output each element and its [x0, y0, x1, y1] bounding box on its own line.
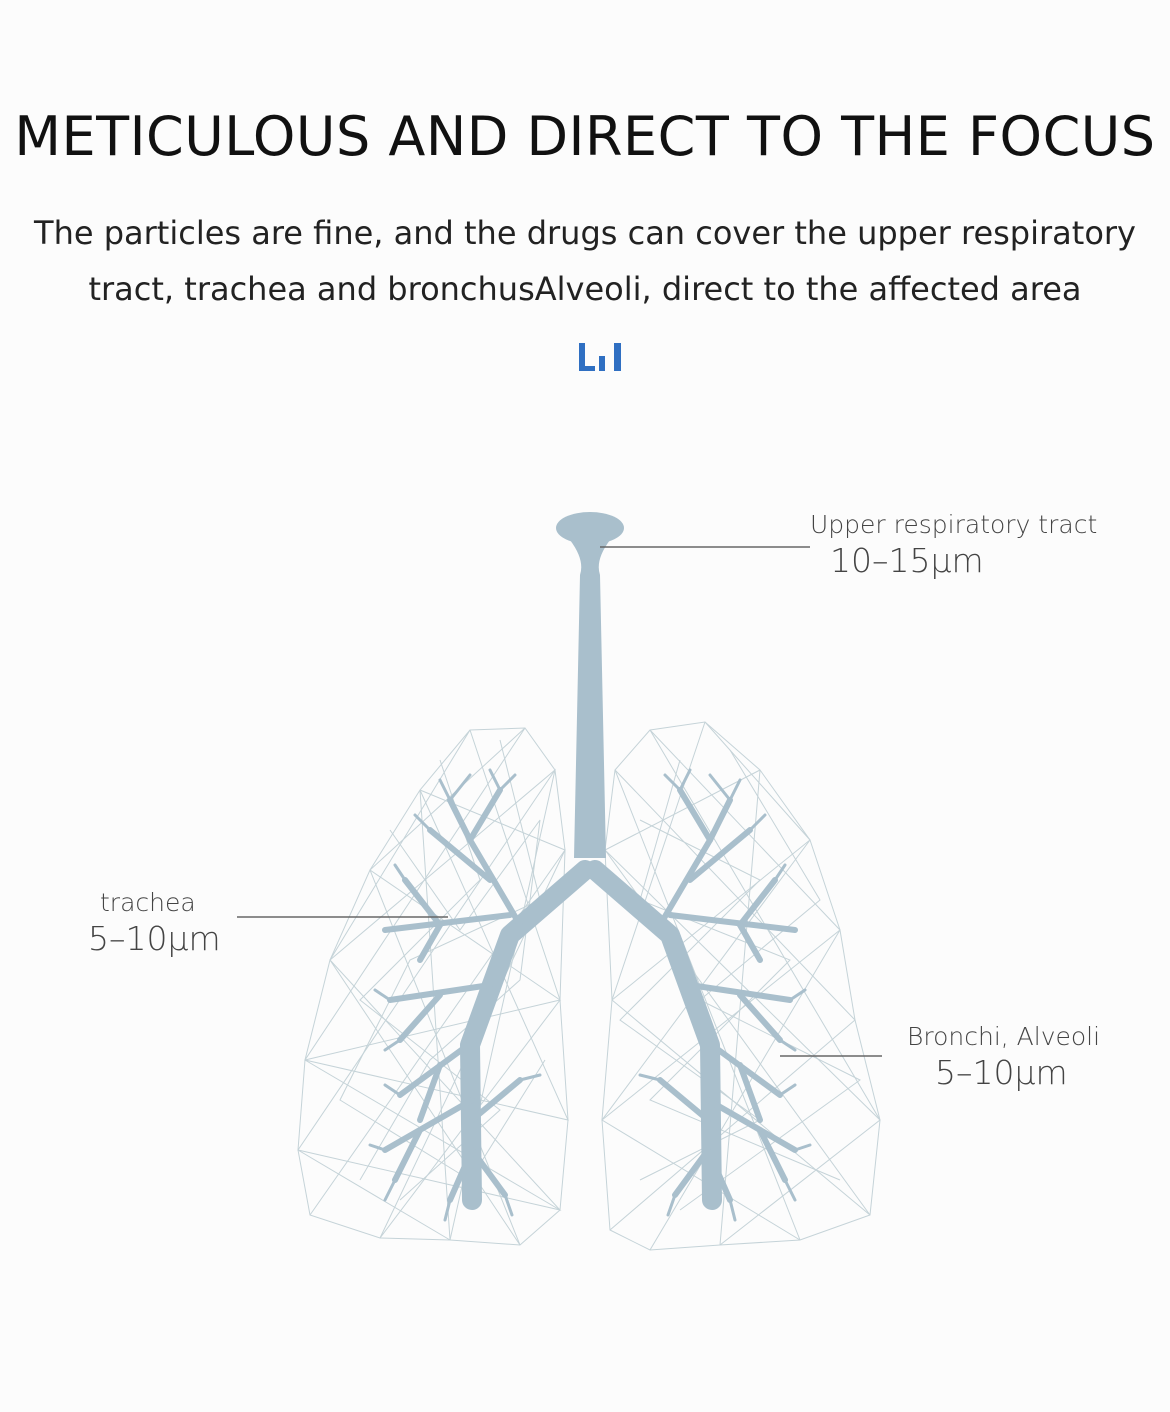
trachea-size: 5–10μm — [88, 919, 221, 958]
lung-diagram — [237, 512, 882, 1251]
trachea-label: trachea 5–10μm — [88, 888, 221, 958]
bronchi-name: Bronchi, Alveoli — [907, 1022, 1101, 1051]
upper-respiratory-name: Upper respiratory tract — [810, 510, 1098, 539]
bar-chart-icon — [579, 343, 621, 371]
subtitle-line-1: The particles are fine, and the drugs ca… — [34, 214, 1136, 252]
bronchi-size: 5–10μm — [935, 1053, 1068, 1092]
bronchi-label: Bronchi, Alveoli 5–10μm — [907, 1022, 1100, 1092]
subtitle-line-2: tract, trachea and bronchusAlveoli, dire… — [88, 270, 1082, 308]
left-lung-mesh — [297, 727, 569, 1246]
page-title: METICULOUS AND DIRECT TO THE FOCUS — [14, 105, 1156, 168]
upper-respiratory-label: Upper respiratory tract 10–15μm — [810, 510, 1097, 580]
right-lung-mesh — [601, 721, 881, 1251]
page-subtitle: The particles are fine, and the drugs ca… — [30, 205, 1140, 317]
trachea-name: trachea — [100, 888, 196, 917]
leader-lines — [237, 546, 882, 1057]
airway-tree — [368, 512, 812, 1222]
upper-respiratory-size: 10–15μm — [830, 541, 984, 580]
